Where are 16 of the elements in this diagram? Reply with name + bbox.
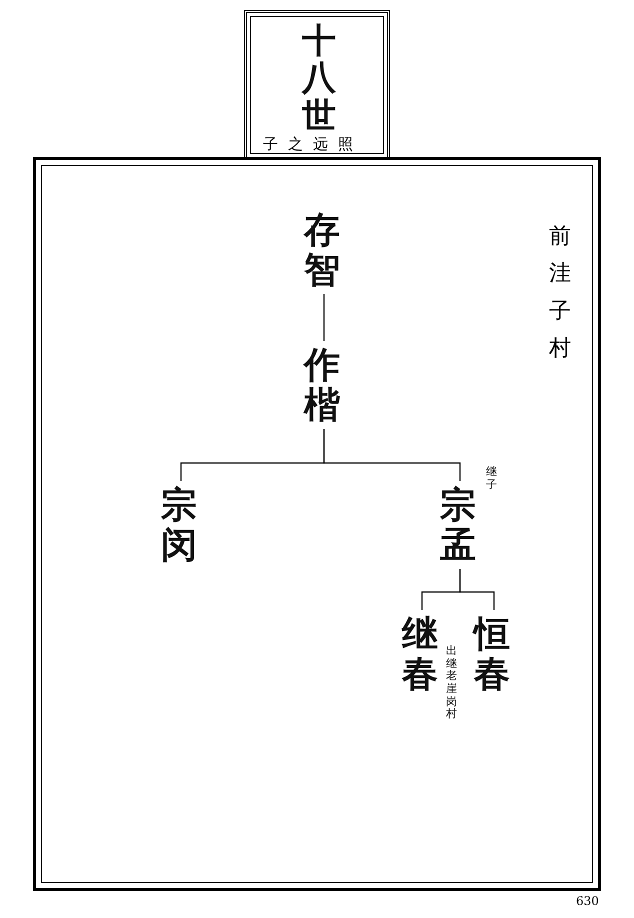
generation-header-box [244, 10, 390, 160]
person-name: 继春 [402, 615, 438, 694]
person-name: 作楷 [304, 346, 340, 426]
name-note: 继子 [486, 466, 497, 492]
connector-line [323, 294, 325, 341]
name-note: 出继老崖岗村 [446, 645, 457, 721]
person-name: 宗孟 [440, 486, 476, 566]
person-name: 恒春 [474, 615, 510, 694]
person-name: 宗闵 [161, 486, 197, 566]
header-subtitle: 子之远照 [263, 135, 363, 154]
connector-line [459, 569, 495, 610]
generation-title: 十八世 [302, 23, 336, 136]
village-name: 前洼子村 [549, 223, 571, 364]
connector-line [323, 429, 461, 481]
person-name: 存智 [304, 211, 340, 290]
page-number: 630 [576, 894, 599, 908]
